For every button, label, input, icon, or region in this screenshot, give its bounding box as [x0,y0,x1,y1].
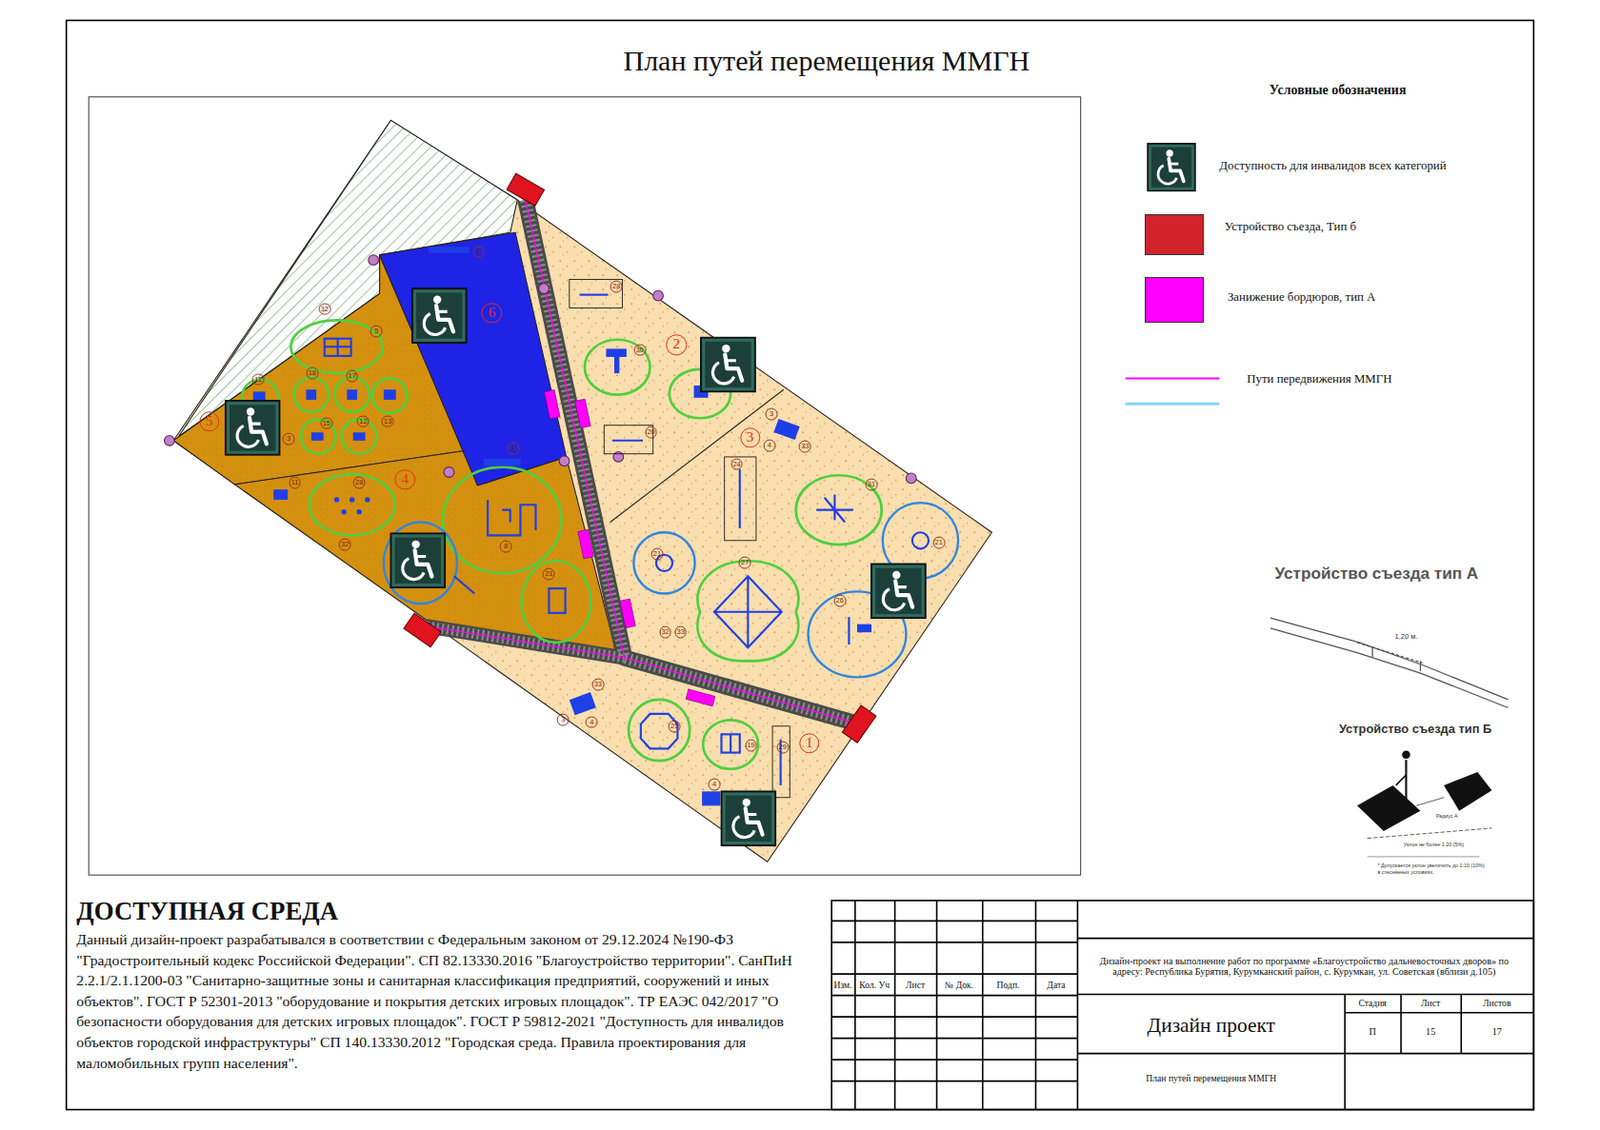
callout-number: 27 [739,557,752,570]
legend-heading: Условные обозначения [1269,82,1407,99]
detail-note: Радиус А [1436,813,1459,820]
table-cell: План путей перемещения ММГН [1145,1073,1277,1084]
callout-number: 33 [674,626,687,640]
callout-number: 11 [288,476,301,489]
section-heading: ДОСТУПНАЯ СРЕДА [76,896,339,926]
dimension: 1,20 м. [1394,632,1418,641]
legend-swatch [1144,214,1204,256]
table-cell: Подп. [997,980,1020,991]
callout-number: 15 [320,417,333,430]
table-cell: 15 [1425,1026,1436,1039]
table-cell: Дизайн проект [1147,1013,1276,1038]
table-cell: Лист [905,980,925,991]
callout-number: 3 [282,432,296,445]
zone-number: 4 [395,469,416,490]
callout-number: 21 [542,568,556,581]
callout-number: 3 [765,408,779,421]
callout-number: 4 [762,440,776,453]
callout-number: 12 [357,415,370,428]
callout-number: 4 [708,779,721,792]
detail-title: Устройство съезда тип Б [1339,722,1492,738]
legend-text: Доступность для инвалидов всех категорий [1219,158,1446,173]
legend-text: Пути передвижения ММГН [1246,371,1392,386]
callout-number: 3 [557,714,570,727]
callout-number: 29 [776,741,789,755]
callout-number: 25 [668,720,681,733]
zone-number: 6 [481,302,502,323]
callout-number: 11 [252,373,265,386]
detail-title: Устройство съезда тип А [1274,564,1479,584]
callout-number: 30 [633,343,646,357]
table-cell: 17 [1492,1026,1502,1039]
callout-number: 26 [833,595,846,608]
legend-swatch [1144,277,1204,322]
sheet-title: План путей перемещения ММГН [622,44,1030,79]
callout-number: 33 [591,679,604,692]
detail-note: Уклон не более 1:20 (5%) [1403,841,1464,848]
table-cell: Кол. Уч [859,980,890,991]
callout-number: 18 [305,367,319,380]
table-cell: П [1368,1026,1376,1039]
zone-number: 2 [666,334,687,355]
callout-number: 24 [730,458,743,471]
callout-number: 32 [659,626,672,640]
callout-number: 31 [865,479,879,492]
zone-number: 5 [199,411,220,432]
callout-number: 4 [585,716,599,729]
callout-number: 28 [610,280,623,294]
callout-number: 32 [318,302,331,316]
callout-number: 5 [370,325,383,339]
callout-number: 28 [353,476,366,489]
table-cell: Дизайн-проект на выполнение работ по про… [1084,955,1524,977]
callout-number: 1 [507,442,520,456]
callout-number: 1 [472,245,485,259]
callout-number: 13 [381,415,395,428]
callout-number: 33 [799,440,812,454]
table-cell: Лист [1420,999,1440,1010]
callout-number: 19 [744,740,758,753]
callout-number: 32 [339,539,352,552]
callout-number: 8 [500,540,513,554]
legend-text: Занижение бордюров, тип А [1227,289,1376,304]
table-cell: № Док. [944,980,974,991]
callout-number: 17 [345,370,359,383]
zone-number: 3 [740,427,760,448]
table-cell: Дата [1046,980,1065,991]
table-cell: Стадия [1358,999,1386,1010]
callout-number: 21 [932,537,945,550]
table-cell: Изм. [833,980,852,991]
table-cell: Листов [1482,999,1511,1010]
callout-number: 21 [651,547,664,560]
detail-note: * Допускается уклон увеличить до 1:10 (1… [1377,862,1485,875]
zone-number: 1 [799,733,820,754]
legend-text: Устройство съезда, Тип б [1224,219,1357,234]
callout-number: 20 [644,426,658,440]
note-paragraph: Данный дизайн-проект разрабатывался в со… [76,929,832,1074]
